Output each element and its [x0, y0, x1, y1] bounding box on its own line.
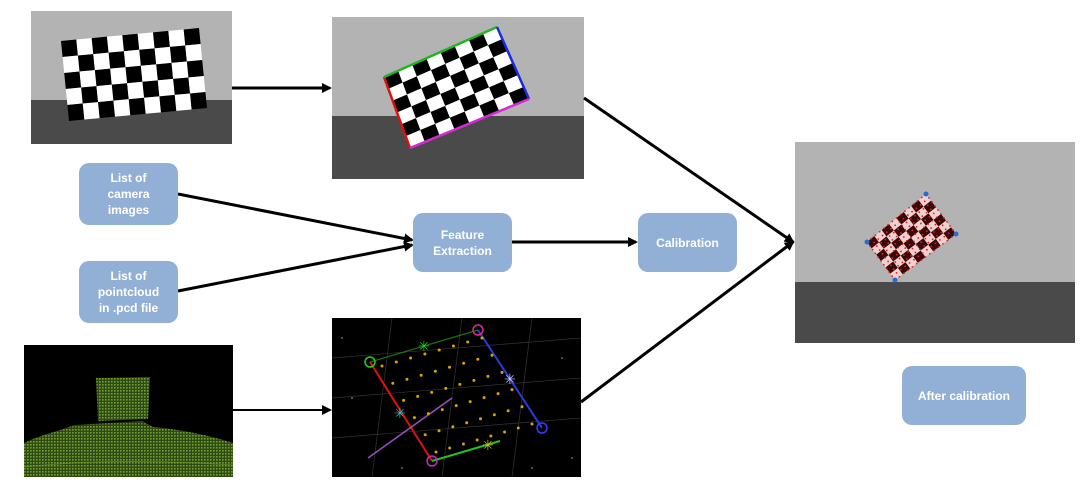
pointcloud-line-1: List of — [110, 269, 147, 283]
feature-extraction-box: Feature Extraction — [413, 213, 512, 272]
calibration-line-1: Calibration — [656, 235, 719, 250]
pointcloud-box: List of pointcloud in .pcd file — [79, 261, 178, 323]
after-calibration-line-1: After calibration — [917, 388, 1010, 403]
svg-text:✳: ✳ — [482, 438, 494, 454]
camera-images-line-3: images — [107, 203, 150, 217]
pointcloud-line-3: in .pcd file — [98, 301, 159, 315]
feature-extraction-line-2: Extraction — [433, 243, 492, 258]
camera-images-line-1: List of — [110, 171, 147, 185]
after-calibration-box: After calibration — [902, 366, 1026, 425]
raw-lidar-pointcloud — [24, 345, 233, 477]
feature-extraction-line-1: Feature — [440, 227, 485, 242]
camera-images-box: List of camera images — [79, 163, 178, 225]
raw-camera-image — [31, 11, 232, 144]
calibrated-overlay-image — [795, 142, 1075, 343]
svg-text:✳: ✳ — [504, 372, 516, 388]
arrow-camera-to-feature — [177, 192, 414, 244]
calibration-box: Calibration — [638, 213, 737, 272]
svg-text:✳: ✳ — [418, 339, 430, 355]
detected-corners-image — [332, 17, 584, 179]
pointcloud-line-2: pointcloud — [97, 285, 160, 299]
lidar-feature-points: ✳ ✳ ✳ ✳ — [332, 318, 581, 477]
arrow-pointcloud-to-feature — [177, 241, 414, 293]
svg-text:✳: ✳ — [394, 406, 406, 422]
camera-images-line-2: camera — [107, 187, 150, 201]
